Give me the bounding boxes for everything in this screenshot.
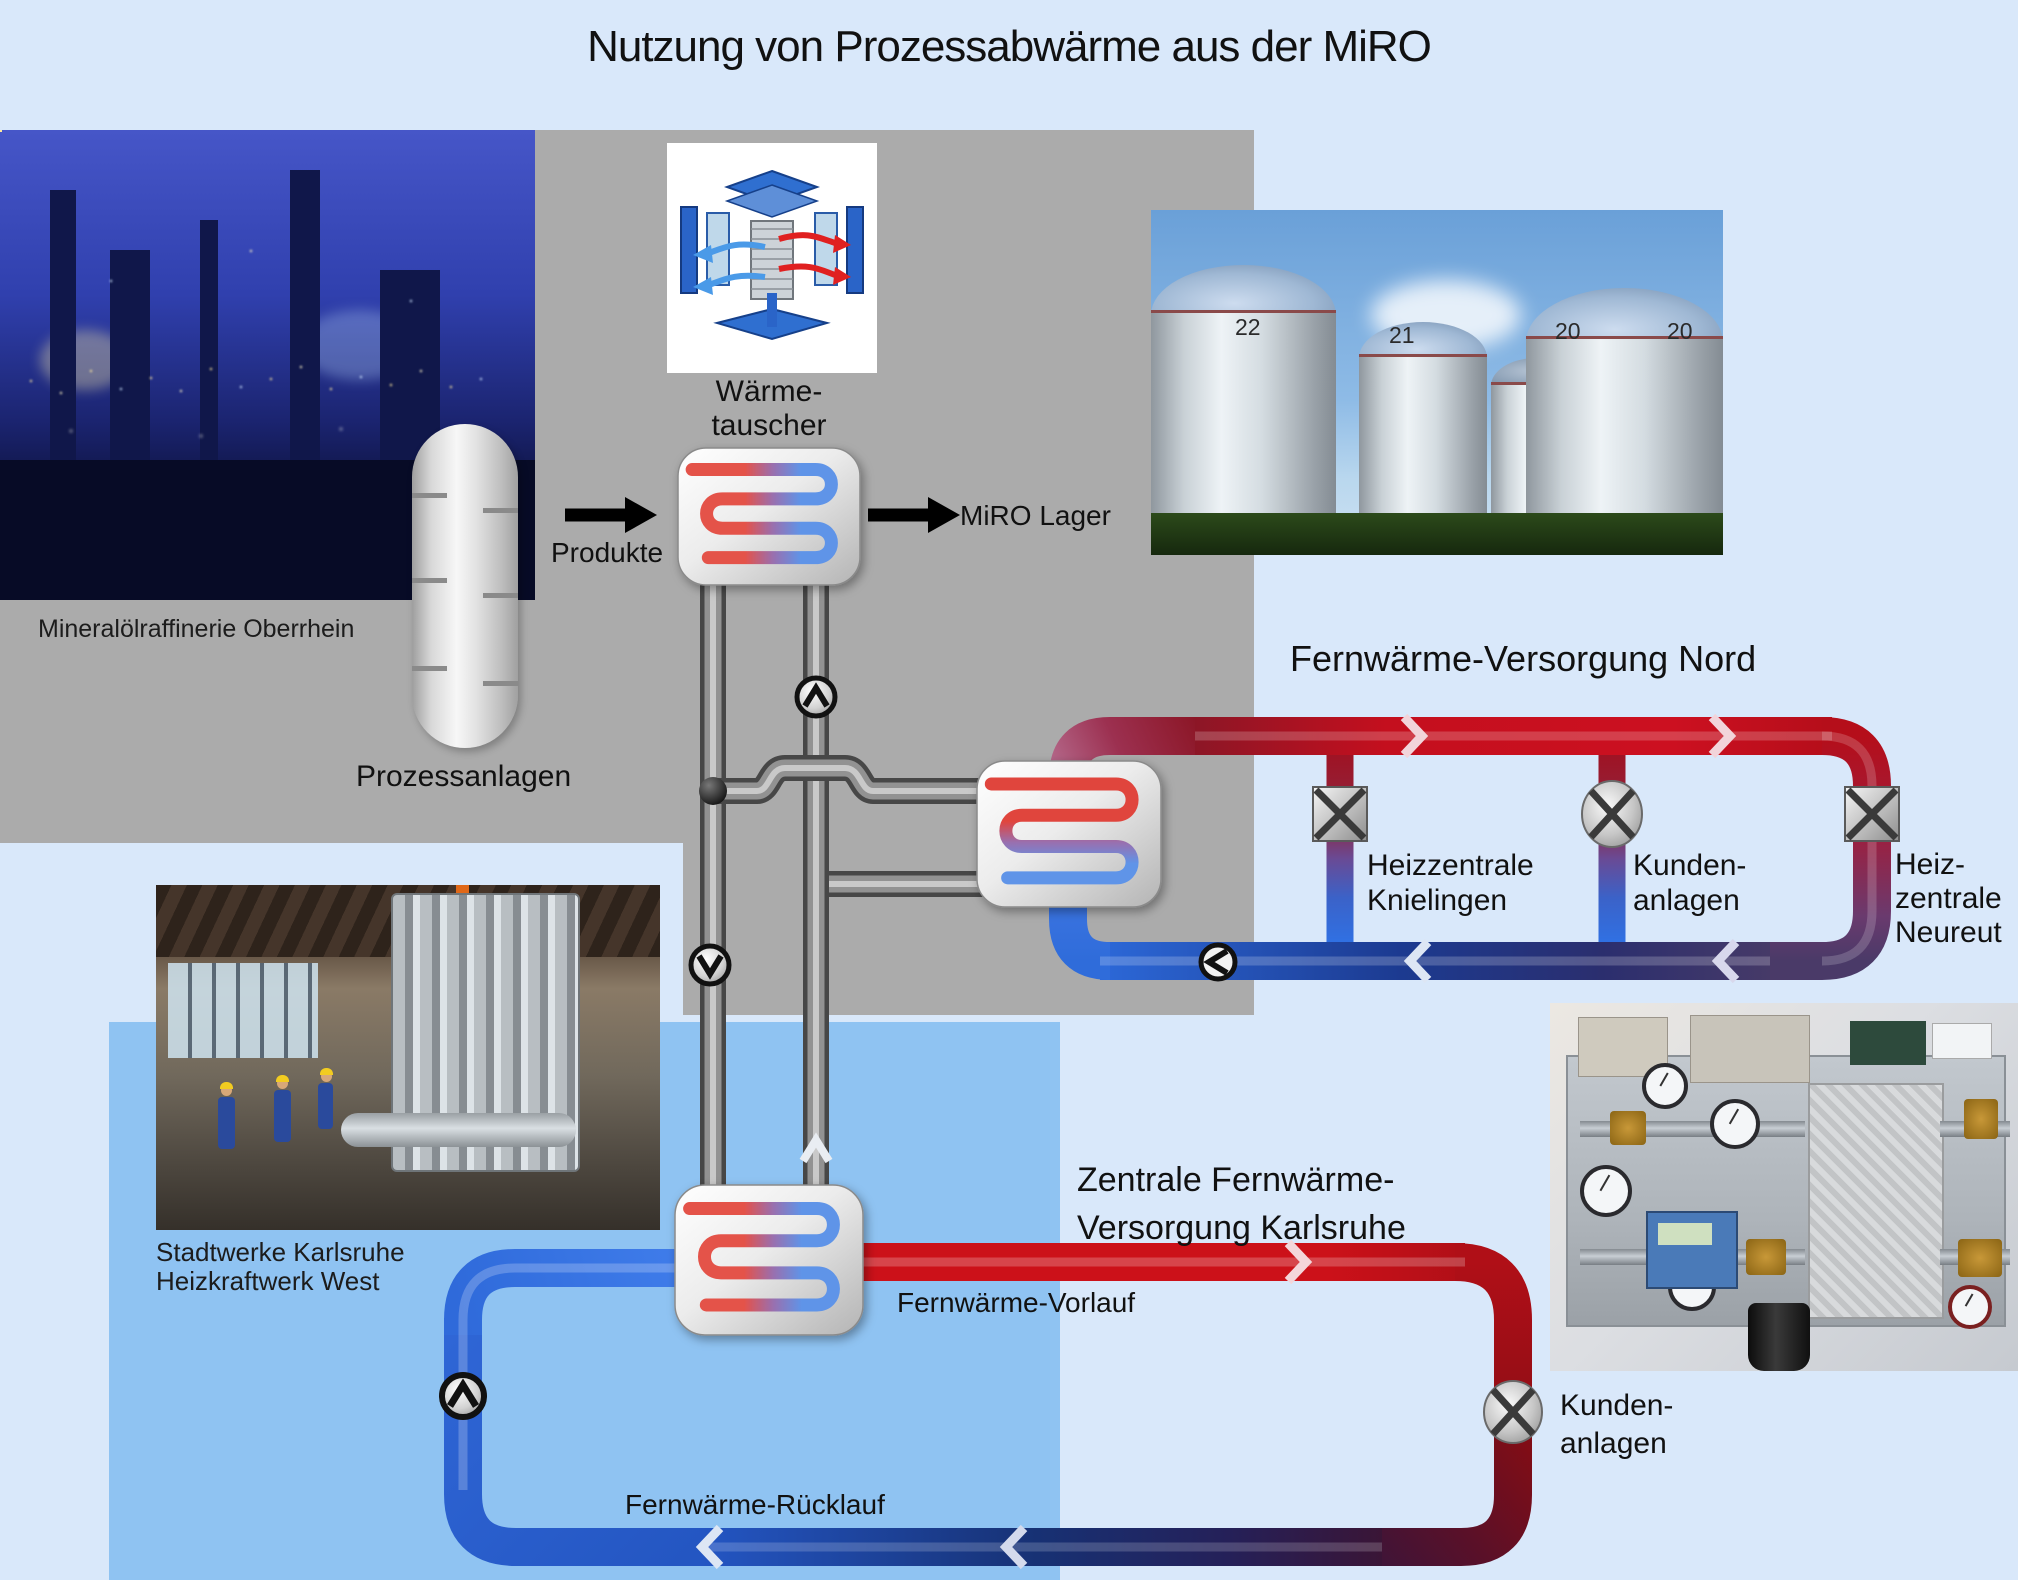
gray-background-extension (683, 843, 1254, 1015)
plate-stack (750, 220, 794, 300)
vorlauf-label: Fernwärme-Vorlauf (897, 1287, 1136, 1318)
safety-gauge (1948, 1285, 1992, 1329)
nord-supply-chevron (1708, 713, 1737, 759)
vessel-tick (483, 508, 518, 513)
top-plate-2 (724, 184, 820, 218)
branch-knielingen-line1: Heizzentrale (1367, 849, 1534, 882)
branch-knielingen-line2: Knielingen (1367, 884, 1508, 917)
kunden-sued-line1: Kunden- (1560, 1389, 1674, 1422)
vessel-tick (483, 681, 518, 686)
branch-neureut-line3: Neureut (1895, 916, 2002, 949)
controller-box (1690, 1015, 1810, 1083)
grass-strip (1151, 513, 1723, 555)
refinery-chimney (200, 220, 218, 490)
branch-neureut-line1: Heiz- (1895, 848, 1966, 881)
brass-valve (1610, 1111, 1646, 1145)
stadtwerke-caption: Stadtwerke Karlsruhe Heizkraftwerk West (156, 1238, 405, 1296)
pressure-gauge (1710, 1099, 1760, 1149)
cold-arrow-head (693, 245, 713, 263)
stack-lines (751, 228, 793, 290)
waermetauscher-label-line2: tauscher (711, 409, 827, 442)
tank-number: 20 (1555, 318, 1581, 344)
brass-valve (1958, 1239, 2002, 1277)
stadtwerke-caption-line1: Stadtwerke Karlsruhe (156, 1237, 405, 1267)
nord-supply-chevron (1400, 713, 1429, 759)
waermetauscher-label-line1: Wärme- (715, 375, 823, 408)
hot-arrow-head (833, 235, 851, 253)
vessel-tick (412, 493, 447, 498)
nord-network-title: Fernwärme-Versorgung Nord (1290, 638, 1757, 679)
hall-windows (168, 963, 318, 1058)
type-plate (1850, 1021, 1926, 1065)
hot-arrow-head (833, 267, 851, 285)
right-end-plate (846, 206, 864, 294)
logo-plate (1932, 1023, 1992, 1059)
karlsruhe-title-line1: Zentrale Fernwärme- (1077, 1161, 1395, 1199)
page-title: Nutzung von Prozessabwärme aus der MiRO (587, 22, 1432, 71)
branch-neureut-line2: zentrale (1895, 882, 2002, 915)
exchanger-pipe (341, 1113, 576, 1147)
valve-kunden-sued-icon (1483, 1380, 1543, 1444)
miro-lager-label: MiRO Lager (960, 500, 1111, 531)
karlsruhe-title-line2: Versorgung Karlsruhe (1077, 1209, 1406, 1247)
produkte-label: Produkte (551, 537, 664, 568)
insulated-exchanger-box (1808, 1083, 1944, 1319)
kunden-sued-label: Kunden- anlagen (1560, 1387, 1673, 1463)
ruecklauf-label: Fernwärme-Rücklauf (625, 1489, 885, 1520)
branch-kunden-line1: Kunden- (1633, 849, 1747, 882)
refinery-tower (50, 190, 76, 490)
worker-figure (274, 1075, 291, 1142)
valve-kundenanlagen-icon (1581, 780, 1643, 848)
nord-return-chevron (1711, 938, 1740, 984)
refinery-caption: Mineralölraffinerie Oberrhein (38, 615, 355, 643)
hot-flow-arrow (778, 232, 836, 246)
plate-exchanger-diagram (680, 169, 864, 341)
tank-number: 22 (1235, 314, 1261, 340)
substation-photo (1550, 1003, 2018, 1371)
tank-dome (1151, 265, 1336, 315)
cold-flow-arrow (707, 241, 766, 256)
stand-column (767, 293, 777, 327)
pressure-gauge (1642, 1063, 1688, 1109)
brass-valve (1746, 1239, 1786, 1275)
left-end-plate (680, 206, 698, 294)
cold-arrow-head (693, 277, 713, 295)
refinery-chimney (290, 170, 320, 490)
branch-knielingen-label: Heizzentrale Knielingen (1367, 848, 1534, 918)
strainer-cap (1748, 1303, 1810, 1371)
vessel-tick (412, 578, 447, 583)
pressure-gauge (1580, 1165, 1632, 1217)
stadtwerke-caption-line2: Heizkraftwerk West (156, 1266, 380, 1296)
tank-farm-photo: 22 21 20 20 (1151, 210, 1723, 555)
tank-number: 21 (1389, 322, 1415, 348)
process-vessel (412, 424, 518, 748)
branch-kunden-label: Kunden- anlagen (1633, 848, 1746, 918)
heizkraftwerk-photo (156, 885, 660, 1230)
valve-knielingen-icon (1312, 786, 1368, 842)
vessel-tick (412, 666, 447, 671)
refinery-lights (0, 130, 2, 132)
branch-neureut-label: Heiz- zentrale Neureut (1895, 848, 2002, 950)
heat-meter (1646, 1211, 1738, 1289)
plate-exchanger-card (667, 143, 877, 373)
worker-figure (218, 1082, 235, 1149)
waermetauscher-label: Wärme- tauscher (669, 375, 869, 443)
brass-valve (1964, 1099, 1998, 1139)
hot-flow-arrow (778, 263, 837, 278)
tank-number: 20 (1667, 318, 1693, 344)
nord-return-chevron (1403, 938, 1432, 984)
branch-kunden-line2: anlagen (1633, 884, 1740, 917)
karlsruhe-network-title: Zentrale Fernwärme- Versorgung Karlsruhe (1077, 1156, 1406, 1252)
valve-neureut-icon (1844, 786, 1900, 842)
refinery-tower (110, 250, 150, 490)
vessel-tick (483, 593, 518, 598)
worker-figure (318, 1068, 333, 1129)
kunden-sued-line2: anlagen (1560, 1427, 1667, 1460)
cold-flow-arrow (707, 272, 766, 288)
prozessanlagen-label: Prozessanlagen (356, 760, 572, 793)
